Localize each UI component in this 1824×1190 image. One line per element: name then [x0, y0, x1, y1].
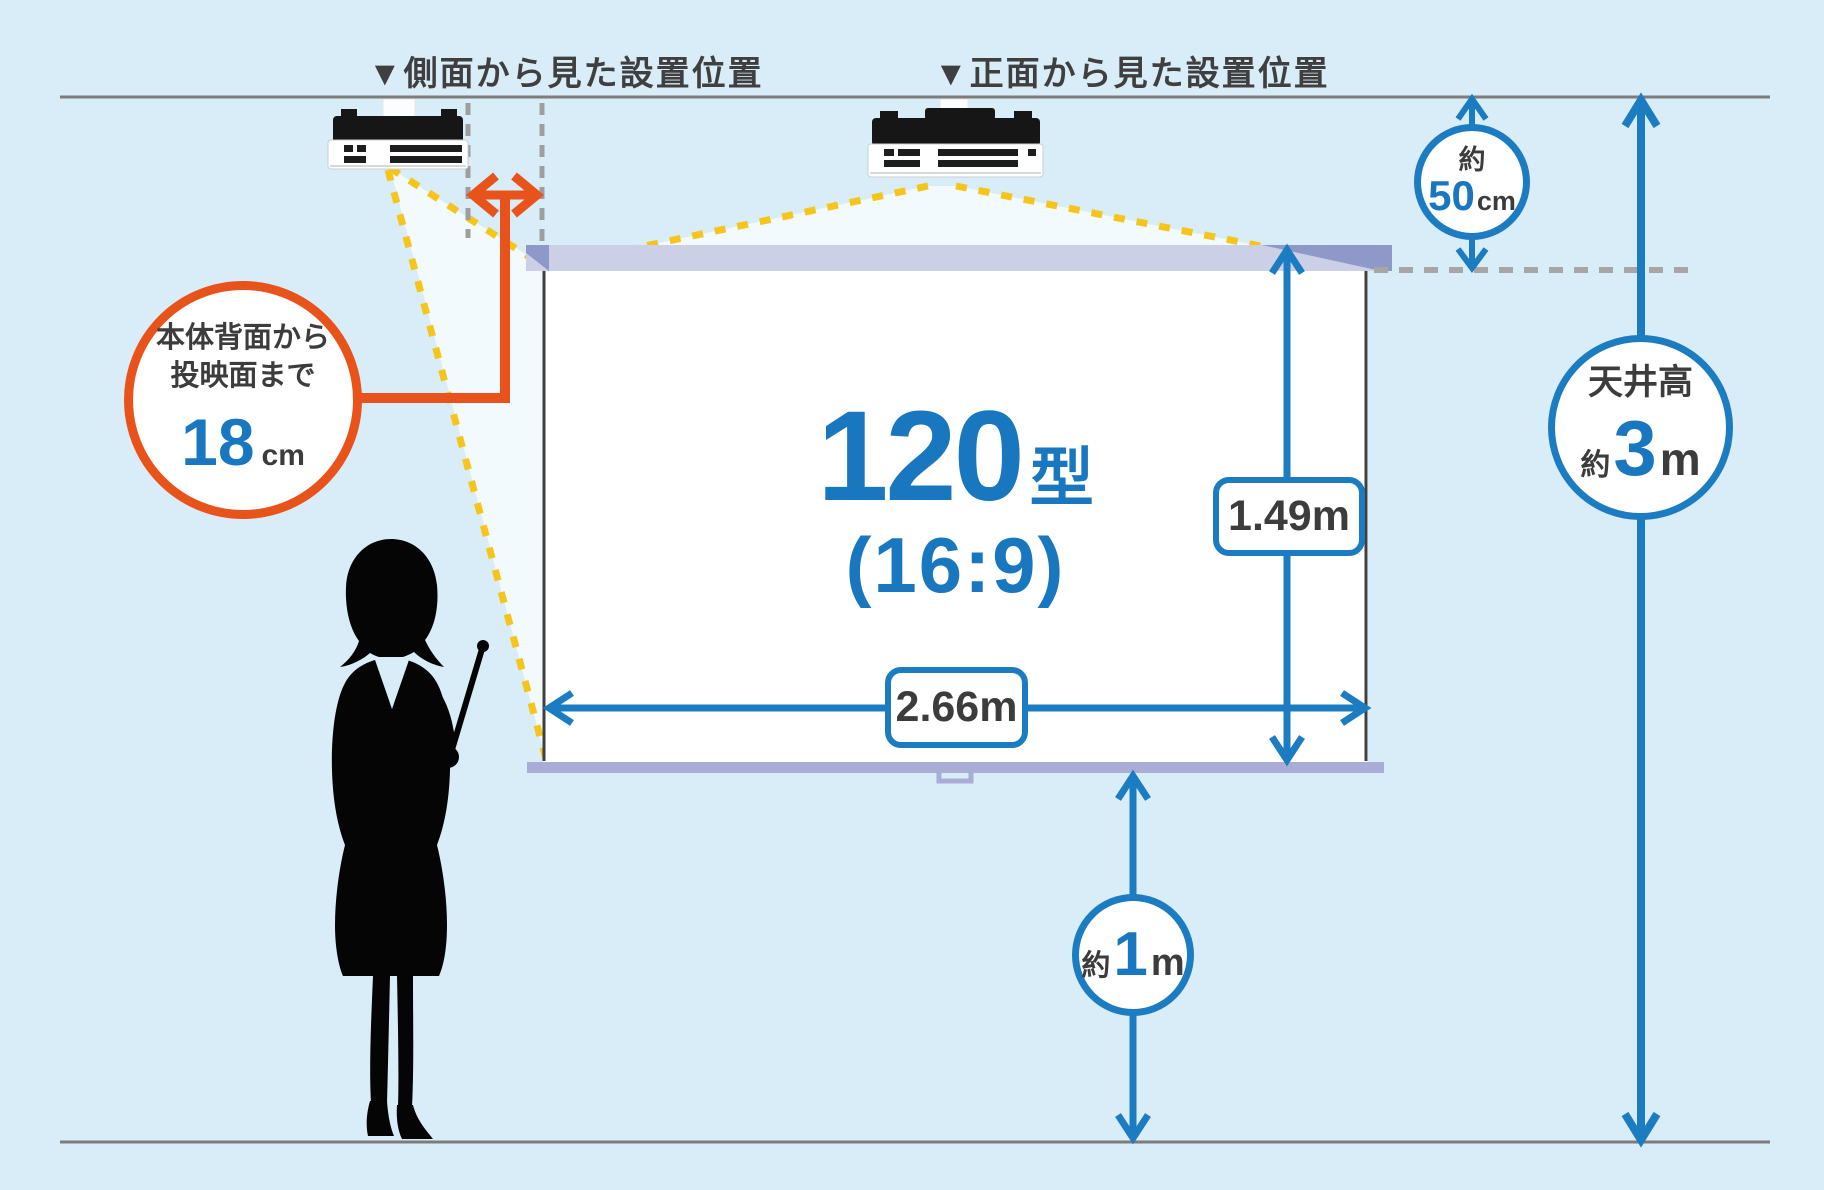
- offset-arrowhead-left: [465, 172, 499, 218]
- screen-top-case: [526, 245, 1392, 271]
- screen-size-suffix: 型: [1029, 442, 1094, 514]
- screen: [526, 245, 1392, 784]
- floor-gap-unit: m: [1150, 942, 1185, 985]
- rear-distance-line1: 本体背面から: [155, 322, 330, 355]
- floor-gap-value: 1: [1113, 920, 1148, 990]
- screen-size-value: 120: [817, 385, 1025, 528]
- screen-bottom-case: [527, 762, 1384, 773]
- rear-offset-markers: [313, 172, 545, 403]
- presenter-silhouette: [331, 539, 489, 1139]
- pointer-stick-icon: [448, 640, 489, 756]
- front-view-label: ▼正面から見た設置位置: [934, 55, 1330, 93]
- ceiling-height-prefix: 約: [1580, 448, 1611, 482]
- callout-connector-line: [313, 193, 510, 403]
- front-projector-icon: [867, 98, 1044, 178]
- side-view-label: ▼側面から見た設置位置: [368, 55, 764, 93]
- arrow-ceiling-height: [1621, 92, 1661, 1148]
- side-projector-icon: [327, 98, 469, 170]
- ceiling-gap-prefix: 約: [1458, 144, 1486, 175]
- screen-top-case-dark-right: [1262, 245, 1392, 271]
- screen-width-label: 2.66m: [885, 667, 1028, 748]
- ceiling-gap-badge: 約 50 cm: [1414, 124, 1530, 240]
- rear-distance-value: 18: [181, 404, 255, 479]
- ceiling-height-title: 天井高: [1587, 363, 1693, 403]
- ceiling-gap-value: 50: [1428, 172, 1475, 220]
- blouse-notch: [374, 657, 410, 709]
- offset-arrowhead-right: [511, 172, 545, 218]
- guide-lines: [465, 103, 1694, 273]
- ceiling-height-unit: m: [1659, 432, 1701, 485]
- ceiling-gap-unit: cm: [1476, 186, 1516, 217]
- screen-pull-handle: [936, 773, 974, 784]
- floor-gap-prefix: 約: [1081, 950, 1111, 983]
- rear-distance-callout: 本体背面から 投映面まで 18 cm: [124, 281, 362, 519]
- ceiling-height-value: 3: [1613, 403, 1657, 492]
- rear-distance-unit: cm: [261, 438, 305, 472]
- screen-top-case-dark-left: [526, 245, 549, 271]
- rear-distance-line2: 投映面まで: [170, 360, 316, 392]
- screen-height-label: 1.49m: [1213, 477, 1365, 556]
- screen-aspect-text: (16:9): [845, 520, 1066, 609]
- floor-gap-badge: 約 1 m: [1072, 894, 1194, 1016]
- screen-size-text: 120 型 (16:9): [543, 385, 1368, 609]
- ceiling-height-badge: 天井高 約 3 m: [1548, 335, 1733, 520]
